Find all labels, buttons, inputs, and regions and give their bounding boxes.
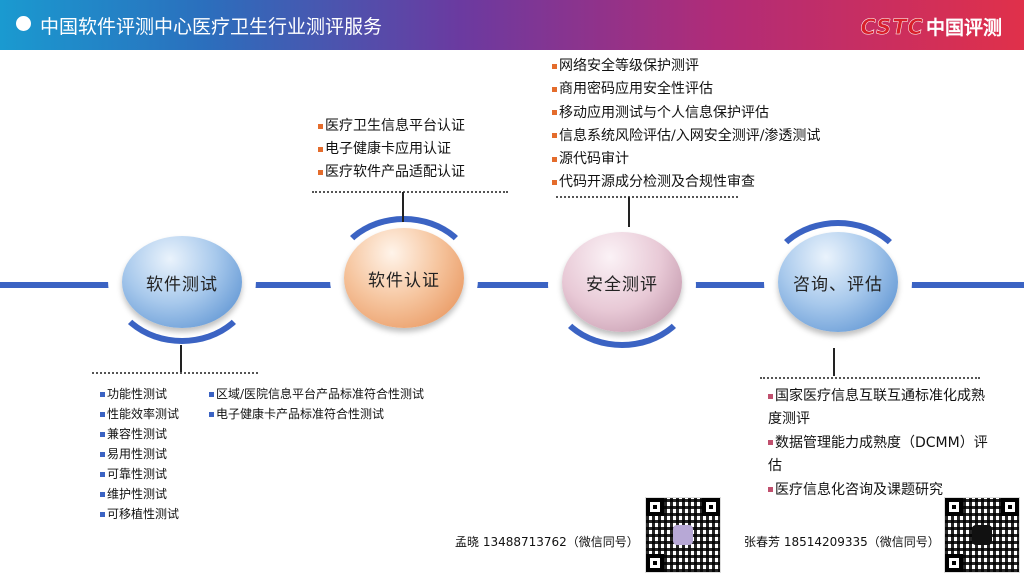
software-testing-list: 功能性测试 性能效率测试 兼容性测试 易用性测试 可靠性测试 维护性测试 可移植…	[100, 384, 179, 524]
list-item: 可移植性测试	[100, 504, 179, 524]
list-item: 易用性测试	[100, 444, 179, 464]
connector-line	[833, 348, 835, 376]
qr-code-icon	[944, 497, 1020, 573]
list-item: 兼容性测试	[100, 424, 179, 444]
list-item: 功能性测试	[100, 384, 179, 404]
list-item: 国家医疗信息互联互通标准化成熟度测评	[768, 385, 988, 432]
node-consulting-evaluation: 咨询、评估	[778, 232, 898, 332]
list-item: 移动应用测试与个人信息保护评估	[552, 102, 820, 125]
node-label: 软件认证	[368, 270, 440, 291]
contact-2: 张春芳 18514209335（微信同号）	[744, 535, 940, 549]
dotted-divider	[312, 191, 508, 193]
bullet-dot-icon	[16, 16, 31, 31]
page-title: 中国软件评测中心医疗卫生行业测评服务	[40, 16, 383, 38]
connector-line	[180, 345, 182, 373]
list-item: 代码开源成分检测及合规性审查	[552, 171, 820, 194]
consulting-list: 国家医疗信息互联互通标准化成熟度测评 数据管理能力成熟度（DCMM）评估 医疗信…	[768, 385, 988, 502]
software-testing-list-2: 区域/医院信息平台产品标准符合性测试 电子健康卡产品标准符合性测试	[209, 384, 424, 424]
list-item: 维护性测试	[100, 484, 179, 504]
list-item: 医疗信息化咨询及课题研究	[768, 479, 988, 502]
logo-en: CSTC	[860, 15, 924, 40]
qr-code-icon	[645, 497, 721, 573]
connector-line	[628, 197, 630, 227]
node-label: 咨询、评估	[793, 274, 883, 295]
node-label: 软件测试	[146, 274, 218, 295]
connector-line	[402, 192, 404, 222]
dotted-divider	[760, 377, 980, 379]
list-item: 数据管理能力成熟度（DCMM）评估	[768, 432, 988, 479]
node-security-assessment: 安全测评	[562, 232, 682, 332]
logo-zh: 中国评测	[925, 17, 1002, 39]
dotted-divider	[92, 372, 258, 374]
list-item: 性能效率测试	[100, 404, 179, 424]
list-item: 区域/医院信息平台产品标准符合性测试	[209, 384, 424, 404]
security-list: 网络安全等级保护测评 商用密码应用安全性评估 移动应用测试与个人信息保护评估 信…	[552, 55, 820, 195]
list-item: 源代码审计	[552, 148, 820, 171]
contact-1: 孟晓 13488713762（微信同号）	[455, 535, 639, 549]
dotted-divider	[556, 196, 738, 198]
list-item: 电子健康卡应用认证	[318, 138, 465, 161]
list-item: 可靠性测试	[100, 464, 179, 484]
node-software-certification: 软件认证	[344, 228, 464, 328]
node-software-testing: 软件测试	[122, 236, 242, 328]
list-item: 信息系统风险评估/入网安全测评/渗透测试	[552, 125, 820, 148]
list-item: 医疗软件产品适配认证	[318, 161, 465, 184]
list-item: 医疗卫生信息平台认证	[318, 115, 465, 138]
node-label: 安全测评	[586, 274, 658, 295]
list-item: 网络安全等级保护测评	[552, 55, 820, 78]
timeline-line	[0, 282, 1024, 288]
certification-list: 医疗卫生信息平台认证 电子健康卡应用认证 医疗软件产品适配认证	[318, 115, 465, 184]
list-item: 商用密码应用安全性评估	[552, 78, 820, 101]
list-item: 电子健康卡产品标准符合性测试	[209, 404, 424, 424]
